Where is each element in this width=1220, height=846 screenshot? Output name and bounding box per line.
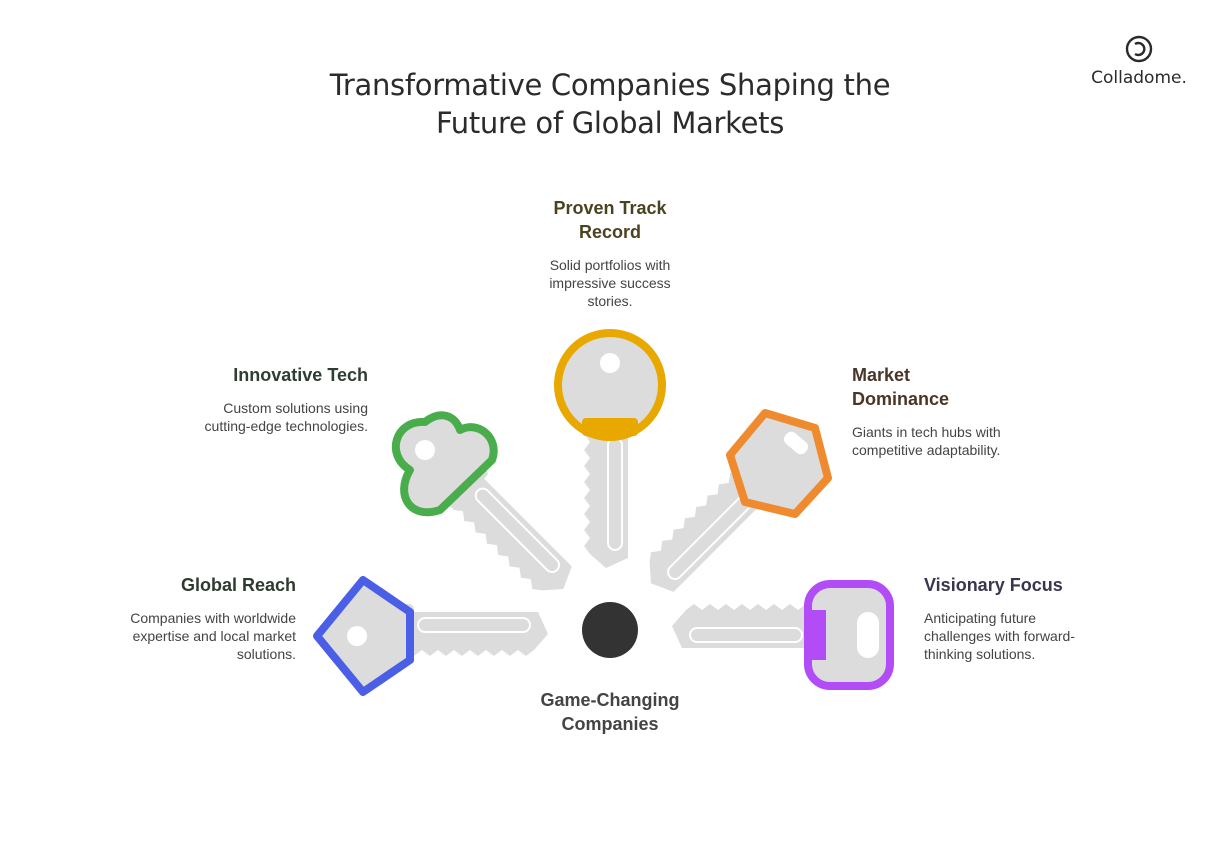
title-text: Transformative Companies Shaping the Fut… [329,68,891,140]
logo-text: Colladome. [1091,68,1187,88]
key-desc: Anticipating future challenges with forw… [924,610,1075,662]
key-head-global [313,576,414,696]
key-head-market [726,409,832,518]
key-desc: Giants in tech hubs with competitive ada… [852,424,1001,458]
center-hub [582,602,638,658]
key-title: Proven Track Record [553,198,667,242]
key-proven-track-record: Proven Track Record Solid portfolios wit… [520,196,700,310]
key-desc: Companies with worldwide expertise and l… [130,610,296,662]
key-global-reach: Global Reach Companies with worldwide ex… [120,573,296,663]
key-head-innovative [391,411,498,517]
key-head-proven [554,329,666,441]
center-label-text: Game-Changing Companies [540,690,680,734]
key-title: Market Dominance [852,365,950,409]
key-market-dominance: Market Dominance Giants in tech hubs wit… [852,363,1032,459]
key-title: Innovative Tech [233,365,368,385]
center-label: Game-Changing Companies [520,688,700,736]
key-title: Global Reach [180,575,296,595]
key-desc: Solid portfolios with impressive success… [549,257,671,309]
logo-icon [1125,35,1153,63]
page-title: Transformative Companies Shaping the Fut… [0,66,1220,142]
key-innovative-tech: Innovative Tech Custom solutions using c… [190,363,368,435]
key-head-visionary [804,580,894,690]
key-desc: Custom solutions using cutting-edge tech… [204,400,368,434]
key-shaft-global [402,604,548,656]
logo: Colladome. [1084,34,1194,88]
key-shaft-visionary [672,604,818,656]
key-shaft-proven [584,422,636,568]
key-title: Visionary Focus [924,575,1063,595]
key-visionary-focus: Visionary Focus Anticipating future chal… [924,573,1094,663]
